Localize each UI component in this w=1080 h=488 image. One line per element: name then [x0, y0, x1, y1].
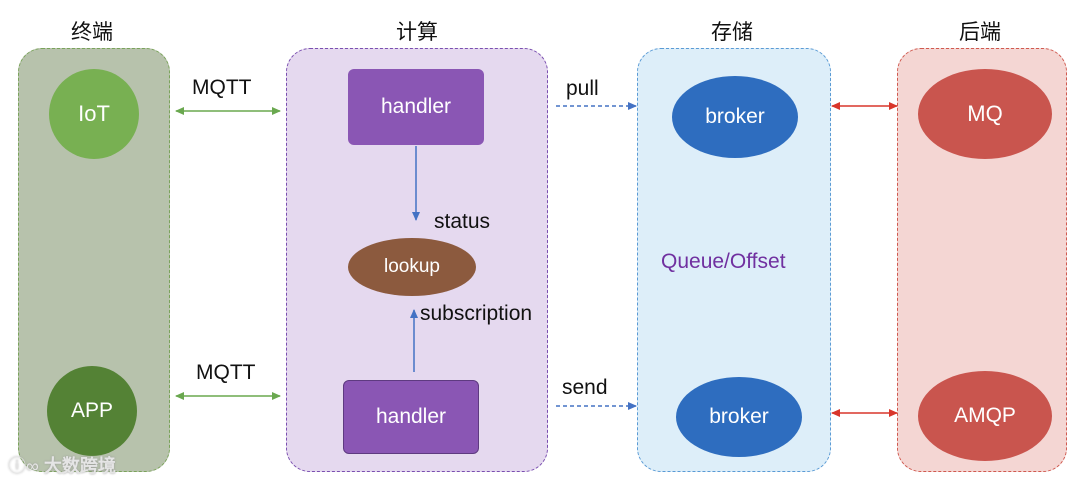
send-label: send	[562, 376, 608, 399]
app-node: APP	[47, 366, 137, 456]
compute-title: 计算	[396, 21, 438, 44]
broker-bottom-node: broker	[676, 377, 802, 457]
backend-title: 后端	[959, 21, 1001, 44]
watermark-logo-icon: ⓘ∞	[8, 456, 44, 476]
app-label: APP	[70, 399, 114, 422]
mqtt-top-label: MQTT	[192, 76, 252, 99]
queue-offset-label: Queue/Offset	[661, 250, 786, 273]
watermark: ⓘ∞ 大数跨境	[8, 452, 116, 478]
mq-node: MQ	[918, 69, 1052, 159]
broker-top-label: broker	[705, 105, 765, 128]
iot-node: IoT	[49, 69, 139, 159]
handler-bottom-node: handler	[343, 380, 479, 454]
broker-top-node: broker	[672, 76, 798, 158]
pull-label: pull	[566, 77, 599, 100]
watermark-text: 大数跨境	[43, 456, 116, 476]
mq-label: MQ	[967, 101, 1003, 126]
mqtt-bottom-label: MQTT	[196, 361, 256, 384]
handler-bottom-label: handler	[375, 405, 447, 428]
broker-bottom-label: broker	[709, 405, 769, 428]
lookup-label: lookup	[384, 256, 440, 277]
amqp-node: AMQP	[918, 371, 1052, 461]
amqp-label: AMQP	[954, 404, 1016, 427]
lookup-node: lookup	[348, 238, 476, 296]
handler-top-label: handler	[380, 95, 452, 118]
terminal-title: 终端	[71, 21, 113, 44]
subscription-label: subscription	[420, 302, 533, 325]
status-label: status	[434, 210, 491, 233]
storage-title: 存储	[711, 21, 753, 44]
handler-top-node: handler	[348, 69, 484, 145]
iot-label: IoT	[78, 101, 110, 126]
